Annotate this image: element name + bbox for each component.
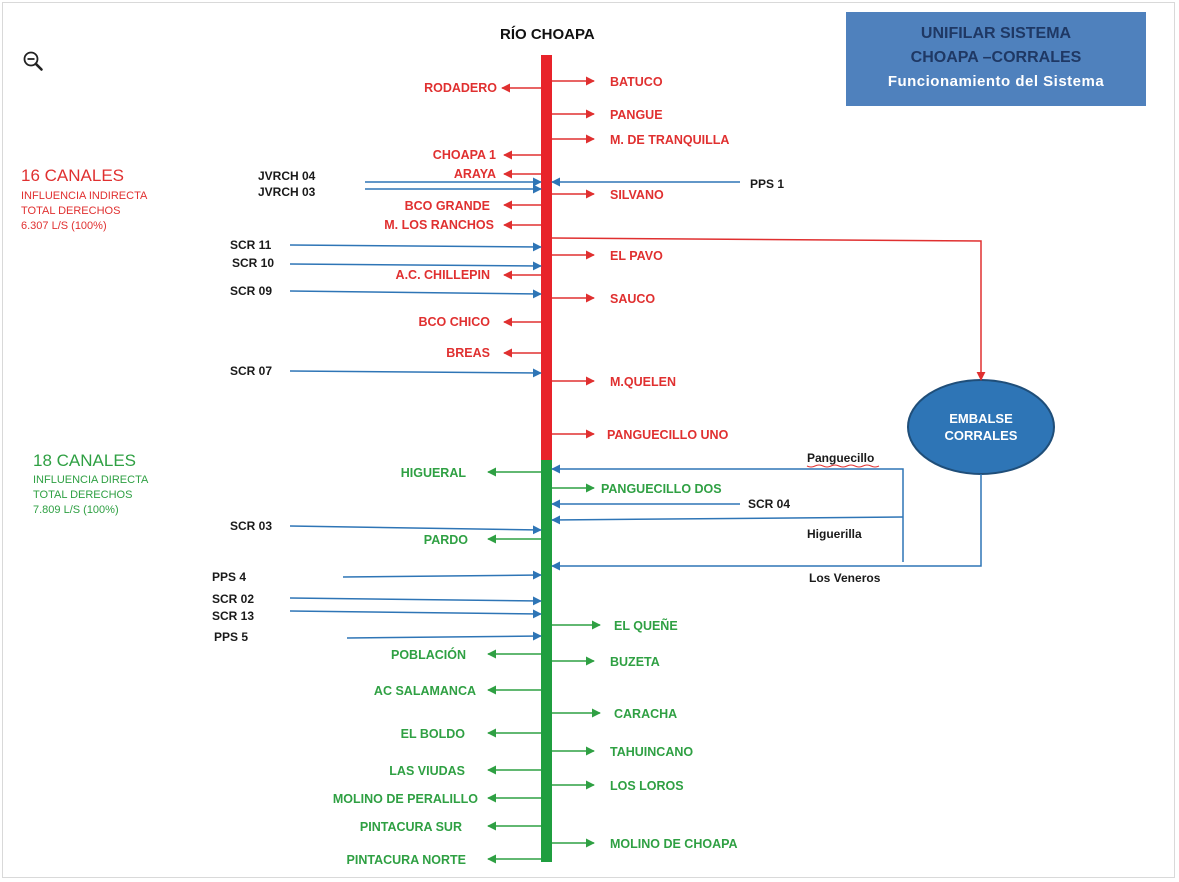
scr07-inflow-line	[289, 368, 542, 378]
upper-section-sub-2: TOTAL DERECHOS	[21, 205, 121, 217]
canal-label-las-viudas: LAS VIUDAS	[389, 764, 465, 778]
scr10-inflow-line	[289, 261, 542, 271]
scr09-inflow-line	[289, 289, 542, 299]
lower-section-details: INFLUENCIA DIRECTA TOTAL DERECHOS 7.809 …	[33, 473, 148, 518]
pps4-inflow-line	[342, 570, 542, 580]
inflow-label-pps-5: PPS 5	[214, 630, 248, 644]
canal-label-pintacura-sur: PINTACURA SUR	[360, 820, 462, 834]
canal-label-breas: BREAS	[446, 346, 490, 360]
canal-label-higueral: HIGUERAL	[401, 466, 467, 480]
title-line-1: UNIFILAR SISTEMA	[920, 25, 1072, 42]
reservoir-embalse-corrales[interactable]	[907, 379, 1055, 475]
inflow-label-scr-10: SCR 10	[232, 256, 274, 270]
canal-label-buzeta: BUZETA	[610, 655, 660, 669]
inflow-label-pps-4: PPS 4	[212, 570, 246, 584]
canal-label-silvano: SILVANO	[610, 188, 664, 202]
scr02-inflow-line	[289, 596, 542, 606]
canal-label-choapa-1: CHOAPA 1	[433, 148, 496, 162]
return-label-panguecillo: Panguecillo	[807, 451, 874, 465]
canal-label-pintacura-norte: PINTACURA NORTE	[347, 853, 466, 867]
panguecillo-underline	[806, 464, 880, 468]
higuerilla-return-line	[551, 515, 904, 525]
canal-label-panguecillo-uno: PANGUECILLO UNO	[607, 428, 729, 442]
canal-label-los-loros: LOS LOROS	[610, 779, 684, 793]
return-label-los-veneros: Los Veneros	[809, 571, 881, 585]
reservoir-return-line	[551, 474, 982, 571]
return-label-higuerilla: Higuerilla	[807, 527, 862, 541]
river-trunk-upper	[541, 55, 552, 460]
lower-section-sub-3: 7.809 L/S (100%)	[33, 504, 119, 516]
canal-label-m-los-ranchos: M. LOS RANCHOS	[384, 218, 494, 232]
river-title: RÍO CHOAPA	[500, 26, 595, 43]
panguecillo-return-line	[551, 464, 904, 562]
canal-label-rodadero: RODADERO	[424, 81, 497, 95]
canal-label-panguecillo-dos: PANGUECILLO DOS	[601, 482, 722, 496]
canal-label-caracha: CARACHA	[614, 707, 677, 721]
inflow-label-scr-02: SCR 02	[212, 592, 254, 606]
canal-label-tahuincano: TAHUINCANO	[610, 745, 693, 759]
scr11-inflow-line	[289, 242, 542, 252]
zoom-out-icon[interactable]	[22, 50, 44, 72]
canal-label-pardo: PARDO	[424, 533, 468, 547]
reservoir-label-2: CORRALES	[945, 428, 1018, 443]
canal-label-batuco: BATUCO	[610, 75, 663, 89]
canal-label-ac-chillepin: A.C. CHILLEPIN	[396, 268, 490, 282]
lower-section-title: 18 CANALES	[33, 451, 136, 470]
upper-section-sub-1: INFLUENCIA INDIRECTA	[21, 190, 148, 202]
canal-label-m-quelen: M.QUELEN	[610, 375, 676, 389]
canal-label-el-pavo: EL PAVO	[610, 249, 663, 263]
canal-label-poblacion: POBLACIÓN	[391, 647, 466, 662]
inflow-label-scr-04: SCR 04	[748, 497, 790, 511]
lower-section-sub-2: TOTAL DERECHOS	[33, 489, 133, 501]
title-line-3: Funcionamiento del Sistema	[887, 73, 1105, 90]
inflow-label-scr-09: SCR 09	[230, 284, 272, 298]
scr13-inflow-line	[289, 609, 542, 619]
canal-label-molino-de-peralillo: MOLINO DE PERALILLO	[333, 792, 478, 806]
canal-label-araya: ARAYA	[454, 167, 496, 181]
title-line-2: CHOAPA –CORRALES	[910, 49, 1082, 66]
canal-label-el-boldo: EL BOLDO	[401, 727, 466, 741]
upper-section-sub-3: 6.307 L/S (100%)	[21, 220, 107, 232]
canal-label-m-de-tranquilla: M. DE TRANQUILLA	[610, 133, 729, 147]
upper-section-details: INFLUENCIA INDIRECTA TOTAL DERECHOS 6.30…	[21, 189, 147, 234]
canal-label-el-quene: EL QUEÑE	[614, 618, 678, 633]
upper-section-title: 16 CANALES	[21, 166, 124, 185]
canal-label-pangue: PANGUE	[610, 108, 663, 122]
title-box: UNIFILAR SISTEMA CHOAPA –CORRALES Funcio…	[846, 12, 1146, 106]
inflow-label-scr-13: SCR 13	[212, 609, 254, 623]
scr03-inflow-line	[289, 525, 542, 535]
inflow-label-jvrch-03: JVRCH 03	[258, 185, 316, 199]
inflow-label-scr-07: SCR 07	[230, 364, 272, 378]
canal-label-molino-de-choapa: MOLINO DE CHOAPA	[610, 837, 738, 851]
feed-to-reservoir	[551, 237, 986, 381]
river-trunk-lower	[541, 460, 552, 862]
lower-section-sub-1: INFLUENCIA DIRECTA	[33, 474, 149, 486]
pps5-inflow-line	[346, 631, 542, 641]
canal-label-bco-chico: BCO CHICO	[418, 315, 490, 329]
inflow-label-scr-11: SCR 11	[230, 238, 272, 252]
inflow-label-jvrch-04: JVRCH 04	[258, 169, 316, 183]
canal-label-sauco: SAUCO	[610, 292, 655, 306]
inflow-label-pps-1: PPS 1	[750, 177, 784, 191]
inflow-label-scr-03: SCR 03	[230, 519, 272, 533]
canal-label-ac-salamanca: AC SALAMANCA	[374, 684, 476, 698]
canal-label-bco-grande: BCO GRANDE	[405, 199, 490, 213]
reservoir-label-1: EMBALSE	[949, 411, 1013, 426]
